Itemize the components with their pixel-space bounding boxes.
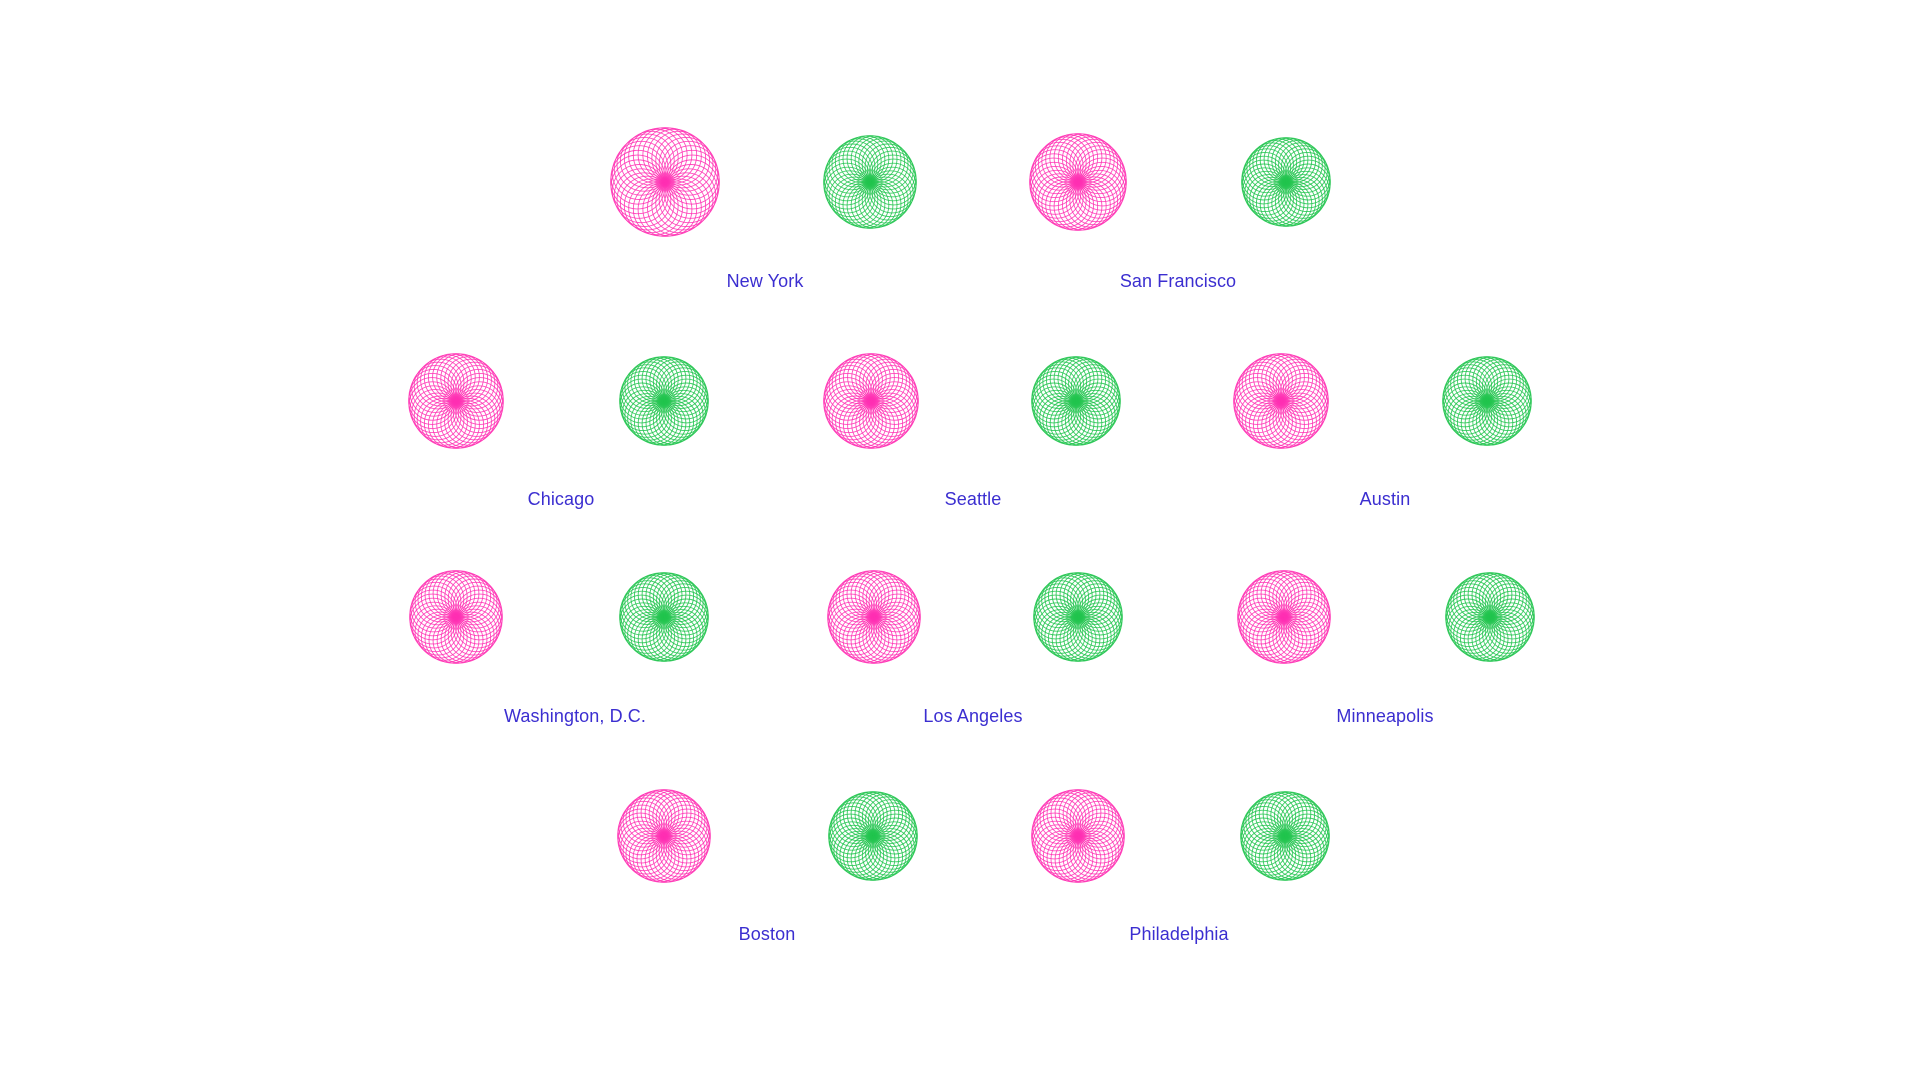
city-label: Philadelphia (1129, 924, 1229, 944)
city-label: Washington, D.C. (504, 706, 646, 726)
city-label: Minneapolis (1336, 706, 1434, 726)
green-spiral-flower-icon (619, 356, 709, 446)
city-label: Seattle (944, 489, 1002, 509)
green-spiral-flower-icon (1442, 356, 1532, 446)
magenta-spiral-flower-icon (1029, 133, 1127, 231)
city-label: Boston (738, 924, 796, 944)
city-label: Austin (1359, 489, 1411, 509)
city-label: Chicago (527, 489, 595, 509)
green-spiral-flower-icon (823, 135, 917, 229)
green-spiral-flower-icon (828, 791, 918, 881)
magenta-spiral-flower-icon (610, 127, 720, 237)
magenta-spiral-flower-icon (1233, 353, 1329, 449)
magenta-spiral-flower-icon (1237, 570, 1331, 664)
city-label: Los Angeles (923, 706, 1023, 726)
city-label: New York (726, 271, 804, 291)
magenta-spiral-flower-icon (823, 353, 919, 449)
green-spiral-flower-icon (1240, 791, 1330, 881)
green-spiral-flower-icon (619, 572, 709, 662)
green-spiral-flower-icon (1241, 137, 1331, 227)
magenta-spiral-flower-icon (827, 570, 921, 664)
magenta-spiral-flower-icon (617, 789, 711, 883)
magenta-spiral-flower-icon (409, 570, 503, 664)
city-label: San Francisco (1119, 271, 1237, 291)
magenta-spiral-flower-icon (408, 353, 504, 449)
green-spiral-flower-icon (1445, 572, 1535, 662)
green-spiral-flower-icon (1033, 572, 1123, 662)
magenta-spiral-flower-icon (1031, 789, 1125, 883)
green-spiral-flower-icon (1031, 356, 1121, 446)
